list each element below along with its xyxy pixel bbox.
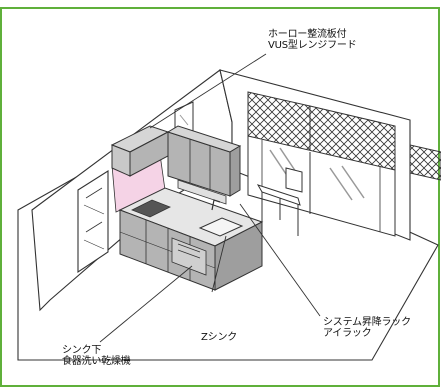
cooktop (131, 199, 171, 218)
callout-z-sink: Zシンク (201, 332, 237, 343)
leader-dishwasher (99, 265, 193, 343)
leader-range-hood (149, 53, 267, 129)
callout-range-hood-line2: VUS型レンジフード (268, 40, 357, 51)
dishwasher-panel (171, 237, 207, 276)
callout-dishwasher: シンク下 食器洗い乾燥機 (62, 345, 131, 367)
leader-system-rack (239, 203, 321, 317)
callout-system-rack-line1: システム昇降ラック (323, 317, 411, 328)
callout-range-hood: ホーロー整流板付 VUS型レンジフード (268, 29, 357, 51)
leader-z-sink (211, 235, 227, 293)
callout-z-sink-line1: Zシンク (201, 332, 238, 343)
faucet-icon (211, 199, 221, 211)
frame-border (0, 7, 440, 387)
callout-range-hood-line1: ホーロー整流板付 (268, 29, 347, 40)
exterior-lattice (409, 144, 441, 181)
callout-system-rack-line2: アイラック (323, 328, 372, 339)
callout-dishwasher-line1: シンク下 (62, 345, 102, 356)
window-glass (247, 135, 396, 237)
base-cabinet-side (214, 221, 263, 291)
wall-cabinet-side (229, 145, 241, 197)
callout-dishwasher-line2: 食器洗い乾燥機 (62, 356, 131, 367)
left-door (77, 170, 109, 274)
chair (285, 167, 303, 193)
callout-system-rack: システム昇降ラック アイラック (323, 317, 411, 339)
dining-table (256, 184, 301, 206)
z-sink (198, 217, 244, 237)
system-rack-shelf (177, 179, 227, 205)
